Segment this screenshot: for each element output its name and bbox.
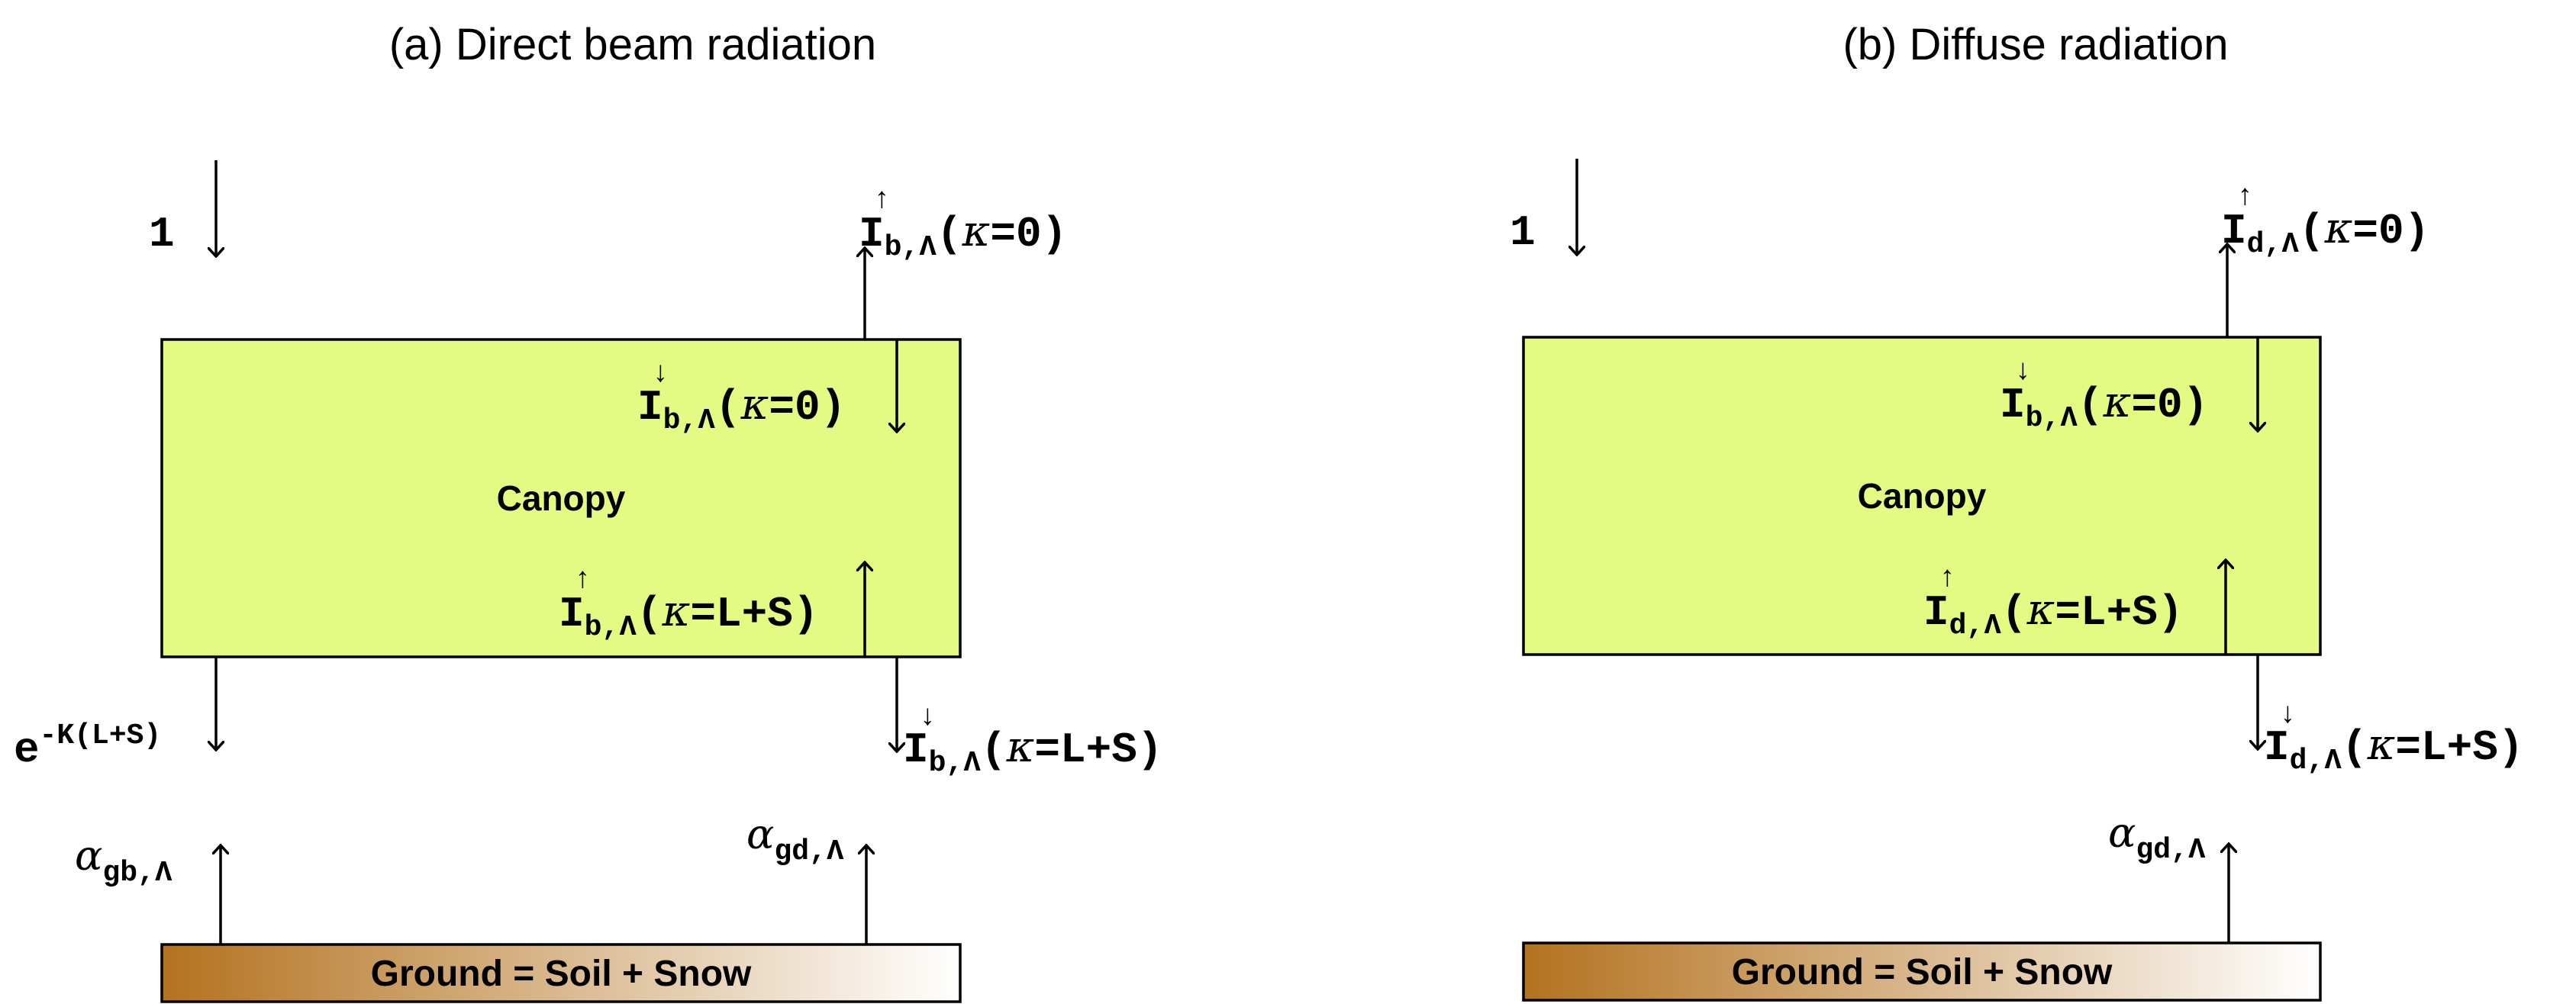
- panel-a-flux-down-bottom: Ib,Λ(κ=L+S): [903, 722, 1162, 780]
- panel-b-ground-box: [1522, 941, 2322, 1002]
- panel-b-flux-up-bottom: Id,Λ(κ=L+S): [1923, 585, 2183, 642]
- panel-a-flux-down-top: Ib,Λ(κ=0): [637, 380, 846, 437]
- panel-a-albedo-diffuse: αgd,Λ: [746, 810, 844, 868]
- panel-b-incident-label: 1: [1510, 208, 1536, 257]
- panel-b-title: (b) Diffuse radiation: [1843, 20, 2228, 69]
- panel-b-flux-down-bottom: Id,Λ(κ=L+S): [2264, 720, 2523, 777]
- panel-a-flux-down-top-dir: ↓: [652, 358, 669, 391]
- panel-a-incident-label: 1: [149, 210, 175, 259]
- panel-a-albedo-beam: αgb,Λ: [75, 832, 172, 890]
- panel-a-canopy-box: [160, 338, 962, 658]
- panel-b-albedo-diffuse: αgd,Λ: [2108, 809, 2206, 867]
- panel-b-flux-up-top-dir: ↑: [2236, 181, 2254, 214]
- panel-a-ground-box: [160, 943, 962, 1003]
- panel-b-flux-down-top: Ib,Λ(κ=0): [2000, 378, 2208, 435]
- panel-a-canopy-label: Canopy: [497, 478, 626, 518]
- panel-b-ground-label: Ground = Soil + Snow: [1732, 952, 2113, 993]
- panel-a-flux-up-top-dir: ↑: [873, 184, 891, 217]
- panel-a: (a) Direct beam radiation Canopy Ground …: [14, 20, 1162, 1003]
- panel-b: (b) Diffuse radiation Canopy Ground = So…: [1510, 20, 2523, 1002]
- panel-a-flux-down-bottom-dir: ↓: [919, 701, 937, 734]
- panel-b-flux-down-bottom-dir: ↓: [2279, 699, 2297, 732]
- panel-b-canopy-box: [1522, 336, 2322, 656]
- panel-b-canopy-label: Canopy: [1858, 476, 1987, 516]
- panel-a-flux-up-bottom-dir: ↑: [574, 564, 592, 597]
- panel-b-flux-up-top: Id,Λ(κ=0): [2221, 204, 2429, 261]
- panel-a-flux-up-bottom: Ib,Λ(κ=L+S): [559, 587, 818, 644]
- panel-a-ground-label: Ground = Soil + Snow: [371, 954, 752, 994]
- panel-a-title: (a) Direct beam radiation: [389, 20, 876, 69]
- panel-a-flux-up-top: Ib,Λ(κ=0): [859, 207, 1067, 264]
- panel-b-flux-down-top-dir: ↓: [2014, 356, 2032, 388]
- panel-b-flux-up-bottom-dir: ↑: [1939, 562, 1956, 595]
- panel-a-transmitted: e-K(L+S): [14, 719, 161, 774]
